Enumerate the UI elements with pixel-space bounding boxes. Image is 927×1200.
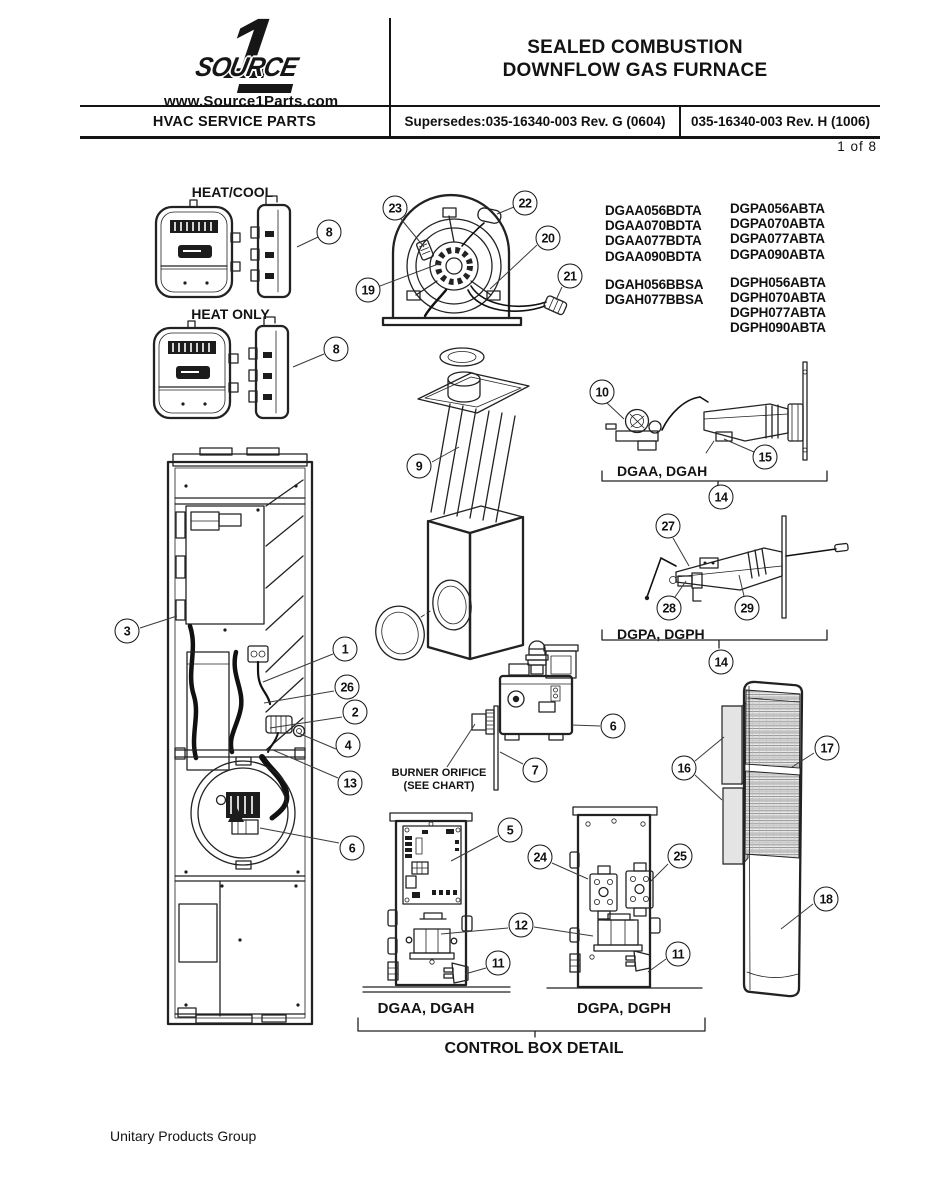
control-box-dgaa-illustration	[362, 812, 511, 993]
model-number: DGPA056ABTA	[730, 201, 825, 216]
controlbox-right-label: DGPA, DGPH	[577, 1000, 671, 1017]
heat-cool-label: HEAT/COOL	[191, 184, 274, 200]
heat-exchanger-illustration	[375, 347, 530, 661]
model-number: DGAA056BDTA	[605, 203, 702, 218]
bracket-control-box-detail	[357, 1017, 706, 1038]
title-line-2: DOWNFLOW GAS FURNACE	[502, 60, 768, 81]
burner-orifice-line1: BURNER ORIFICE	[391, 767, 487, 779]
bracket-dgaa-dgah	[601, 470, 828, 488]
heat-cool-thermostat-illustration	[154, 194, 292, 299]
filter-panel	[721, 705, 743, 785]
model-number: DGPA077ABTA	[730, 231, 825, 247]
burner-assembly-dgaa-illustration	[605, 361, 808, 461]
model-number: DGPH070ABTA	[730, 290, 826, 306]
burner-group-p-label: DGPA, DGPH	[617, 626, 705, 642]
heat-only-thermostat-illustration	[152, 315, 290, 420]
wire-connector	[543, 295, 568, 316]
callout-leader-lines	[139, 206, 815, 975]
model-number: DGAH077BBSA	[605, 292, 704, 308]
blower-assembly-illustration	[381, 193, 568, 327]
burner-orifice-line2: (SEE CHART)	[403, 779, 475, 792]
model-number: DGAA070BDTA	[605, 218, 702, 234]
controlbox-left-label: DGAA, DGAH	[377, 1000, 475, 1017]
burner-assembly-dgpa-illustration	[644, 515, 849, 619]
model-number: DGPH077ABTA	[730, 305, 826, 321]
title-line-1: SEALED COMBUSTION	[527, 37, 743, 58]
furnace-cabinet-illustration	[166, 447, 314, 1026]
hvac-service-parts-cell: HVAC SERVICE PARTS	[152, 114, 317, 130]
filter-panel	[722, 787, 744, 865]
burner-group-a-label: DGAA, DGAH	[617, 463, 708, 479]
supersedes-cell: Supersedes:035-16340-003 Rev. G (0604)	[404, 114, 666, 129]
model-number: DGPH090ABTA	[730, 320, 826, 336]
control-box-detail-label: CONTROL BOX DETAIL	[444, 1040, 624, 1057]
model-number: DGPH056ABTA	[730, 274, 826, 290]
model-number: DGPA090ABTA	[730, 246, 825, 262]
page-indicator: 1 of 8	[837, 139, 877, 154]
model-number: DGPA070ABTA	[730, 216, 825, 232]
document-title: SEALED COMBUSTION DOWNFLOW GAS FURNACE	[390, 36, 880, 82]
model-list-dgaa-dgah: DGAA056BDTA DGAA070BDTA DGAA077BDTA DGAA…	[605, 203, 704, 308]
header-cell-divider	[679, 107, 681, 136]
burner-orifice-label: BURNER ORIFICE (SEE CHART)	[384, 767, 494, 792]
control-box-dgpa-illustration	[546, 806, 703, 989]
door-and-filters-illustration	[721, 680, 804, 998]
model-number: DGAA077BDTA	[605, 233, 702, 249]
gas-valve-illustration	[471, 640, 579, 791]
bracket-dgpa-dgph	[601, 629, 828, 649]
model-number: DGAA090BDTA	[605, 248, 702, 264]
heat-only-label: HEAT ONLY	[191, 306, 270, 322]
header-rule-top	[80, 105, 880, 107]
header-rule-bottom	[80, 136, 880, 139]
footer-text: Unitary Products Group	[110, 1128, 257, 1144]
model-number: DGAH056BBSA	[605, 276, 704, 292]
revision-cell: 035-16340-003 Rev. H (1006)	[690, 114, 871, 129]
header-divider-vertical	[389, 18, 391, 138]
model-list-dgpa-dgph: DGPA056ABTA DGPA070ABTA DGPA077ABTA DGPA…	[730, 201, 826, 336]
